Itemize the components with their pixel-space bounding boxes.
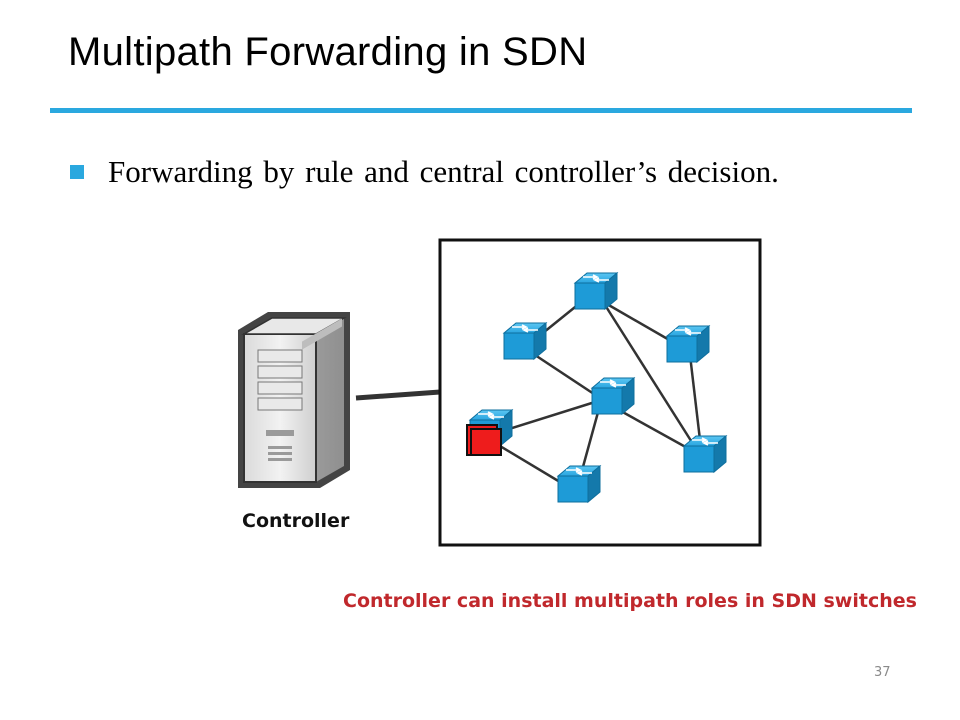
switch-icon [503,322,547,360]
switch-icon [683,435,727,473]
control-link [355,389,441,401]
title-underline [50,108,912,113]
switch-icon [574,272,618,310]
switch-icon [666,325,710,363]
bullet-text: Forwarding by rule and central controlle… [108,154,779,189]
flow-rule-icon [466,424,502,456]
switch-icon [557,465,601,503]
bullet-item: Forwarding by rule and central controlle… [70,150,779,194]
bullet-square-icon [70,165,84,179]
diagram-caption: Controller can install multipath roles i… [343,590,917,612]
switch-icon [591,377,635,415]
server-icon [238,312,350,488]
controller-label: Controller [242,510,350,532]
slide-title: Multipath Forwarding in SDN [68,30,588,74]
page-number: 37 [874,665,891,680]
